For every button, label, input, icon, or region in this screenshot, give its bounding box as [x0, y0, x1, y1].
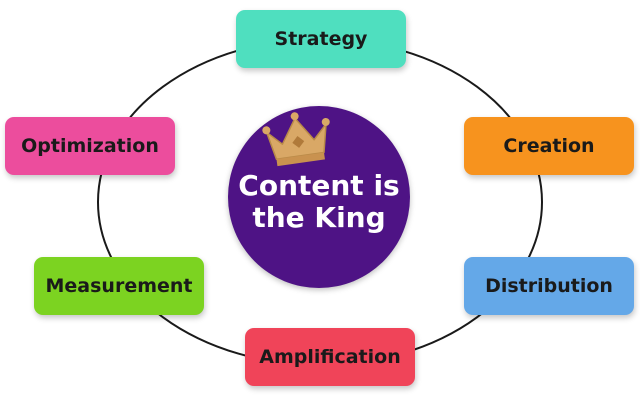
node-strategy: Strategy [236, 10, 406, 68]
node-label: Amplification [259, 346, 401, 368]
node-creation: Creation [464, 117, 634, 175]
node-label: Creation [503, 135, 595, 157]
node-label: Optimization [21, 135, 159, 157]
node-label: Distribution [485, 275, 613, 297]
node-optimization: Optimization [5, 117, 175, 175]
center-circle: Content is the King [228, 106, 410, 288]
node-measurement: Measurement [34, 257, 204, 315]
node-distribution: Distribution [464, 257, 634, 315]
crown-icon [262, 112, 330, 167]
node-label: Strategy [274, 28, 368, 50]
center-title: Content is the King [238, 169, 400, 234]
node-label: Measurement [45, 275, 193, 297]
node-amplification: Amplification [245, 328, 415, 386]
